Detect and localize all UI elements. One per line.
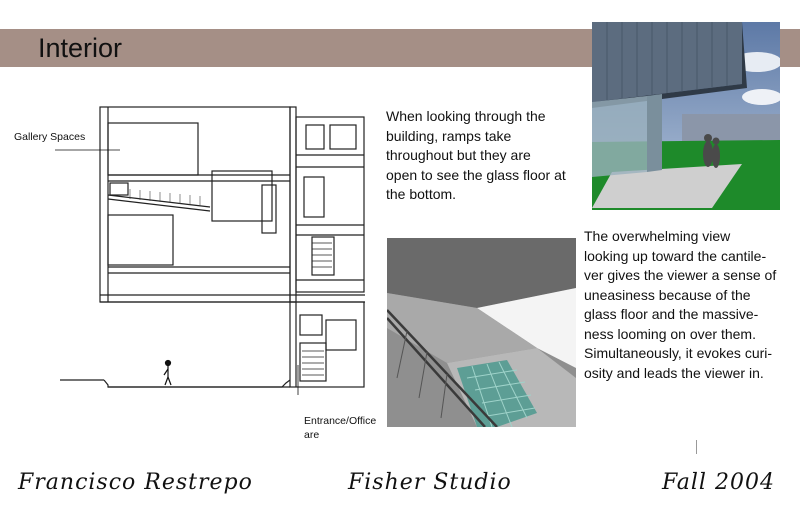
exterior-cantilever-render [592,22,780,210]
building-section-drawing [55,106,365,395]
entrance-label-line2: are [304,429,320,441]
description-paragraph-1: When looking through the building, ramps… [386,108,566,202]
gallery-spaces-label: Gallery Spaces [14,131,86,143]
entrance-label-line1: Entrance/Office [304,415,377,427]
footer-term: Fall 2004 [662,470,775,495]
page-title: Interior [38,33,123,63]
interior-glass-floor-render [387,238,576,427]
divider-mark [696,440,697,454]
description-paragraph-2: The overwhelming view looking up toward … [584,228,777,381]
footer-studio: Fisher Studio [348,470,512,495]
footer-author: Francisco Restrepo [18,470,253,495]
